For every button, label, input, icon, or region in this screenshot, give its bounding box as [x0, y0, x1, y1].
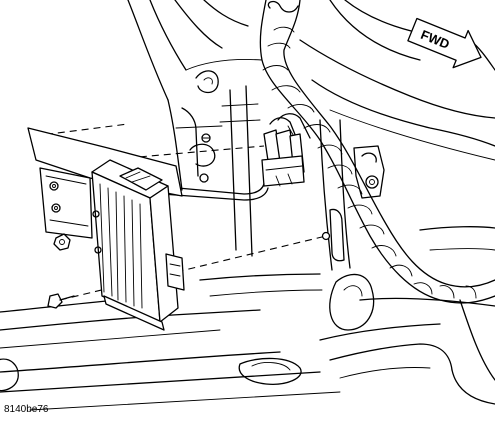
- vehicle-body-structure: [0, 0, 495, 411]
- screw-panel: [201, 133, 211, 143]
- nut-upper-left: [53, 233, 71, 251]
- wiring-harness: [259, 0, 495, 304]
- screw-lower-left: [47, 293, 75, 309]
- forward-direction-arrow: FWD: [407, 17, 482, 69]
- figure-id-label: 8140be76: [4, 404, 49, 415]
- fasteners: [47, 133, 331, 309]
- harness-connectors: [155, 129, 305, 201]
- electronic-module: [91, 159, 185, 331]
- nut-panel: [199, 173, 209, 183]
- stud-right: [321, 231, 331, 241]
